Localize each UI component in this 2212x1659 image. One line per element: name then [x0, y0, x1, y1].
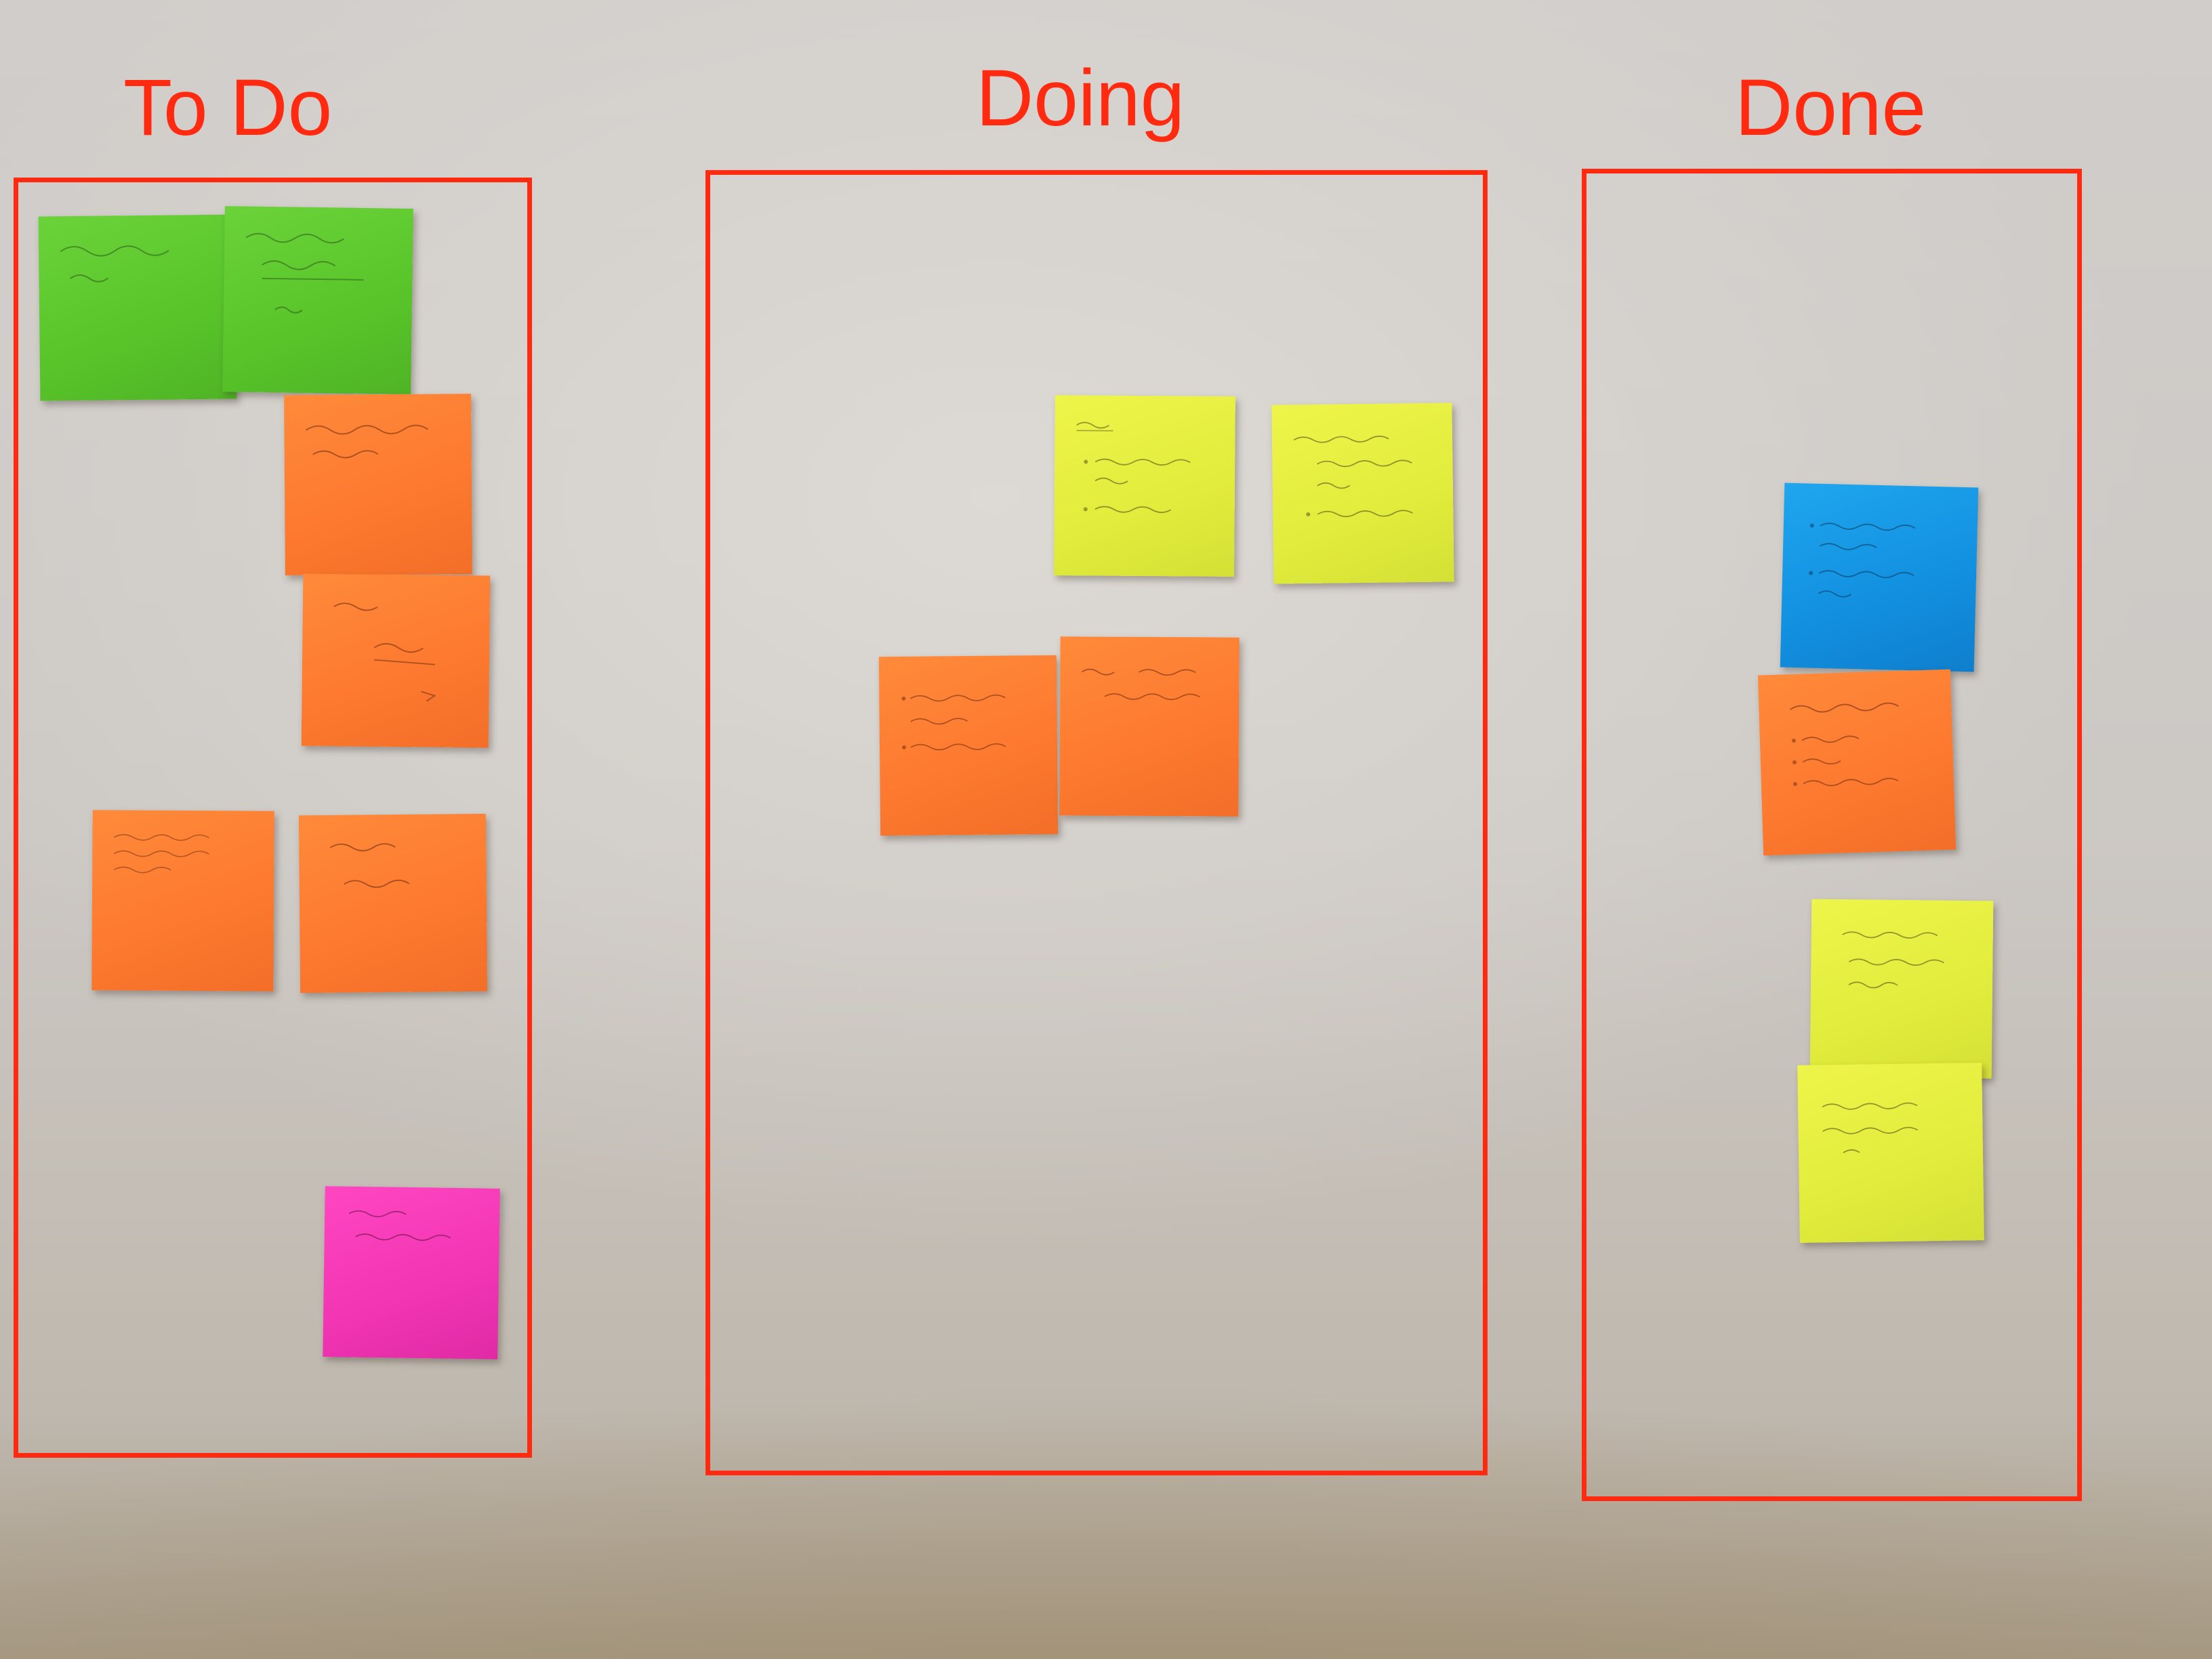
handwriting-scribble [329, 843, 410, 888]
handwriting-scribble [1081, 668, 1200, 701]
handwriting-scribble [1842, 931, 1944, 989]
sticky-note-done-1[interactable] [1780, 483, 1979, 672]
handwriting-scribble [1789, 702, 1899, 787]
handwriting-scribble [113, 834, 209, 874]
doing-column-frame [705, 170, 1488, 1475]
sticky-note-doing-4[interactable] [1059, 636, 1240, 817]
handwriting-scribble [348, 1210, 451, 1242]
handwriting-scribble [1822, 1102, 1918, 1153]
sticky-note-todo-4[interactable] [301, 573, 491, 748]
sticky-note-doing-3[interactable] [878, 655, 1059, 836]
done-column-heading: Done [1735, 63, 1927, 152]
todo-column-frame [14, 178, 532, 1458]
handwriting-scribble [1809, 523, 1916, 598]
handwriting-scribble [305, 424, 428, 459]
sticky-note-todo-7[interactable] [323, 1186, 500, 1359]
sticky-note-todo-6[interactable] [298, 813, 488, 994]
sticky-note-done-3[interactable] [1809, 899, 1994, 1079]
doing-column-heading: Doing [976, 54, 1185, 143]
sticky-note-todo-1[interactable] [38, 214, 237, 401]
handwriting-scribble [901, 694, 1006, 751]
handwriting-scribble [1293, 435, 1413, 518]
handwriting-scribble [60, 245, 169, 283]
sticky-note-doing-1[interactable] [1054, 395, 1235, 577]
sticky-note-todo-2[interactable] [222, 206, 413, 394]
handwriting-scribble [245, 232, 364, 314]
sticky-note-todo-3[interactable] [284, 394, 472, 575]
handwriting-scribble [333, 602, 436, 702]
sticky-note-done-2[interactable] [1757, 669, 1957, 856]
todo-column-heading: To Do [123, 63, 333, 152]
handwriting-scribble [1076, 422, 1191, 514]
done-column-frame [1582, 169, 2082, 1501]
sticky-note-done-4[interactable] [1797, 1063, 1984, 1243]
sticky-note-doing-2[interactable] [1271, 403, 1454, 584]
sticky-note-todo-5[interactable] [91, 810, 274, 991]
